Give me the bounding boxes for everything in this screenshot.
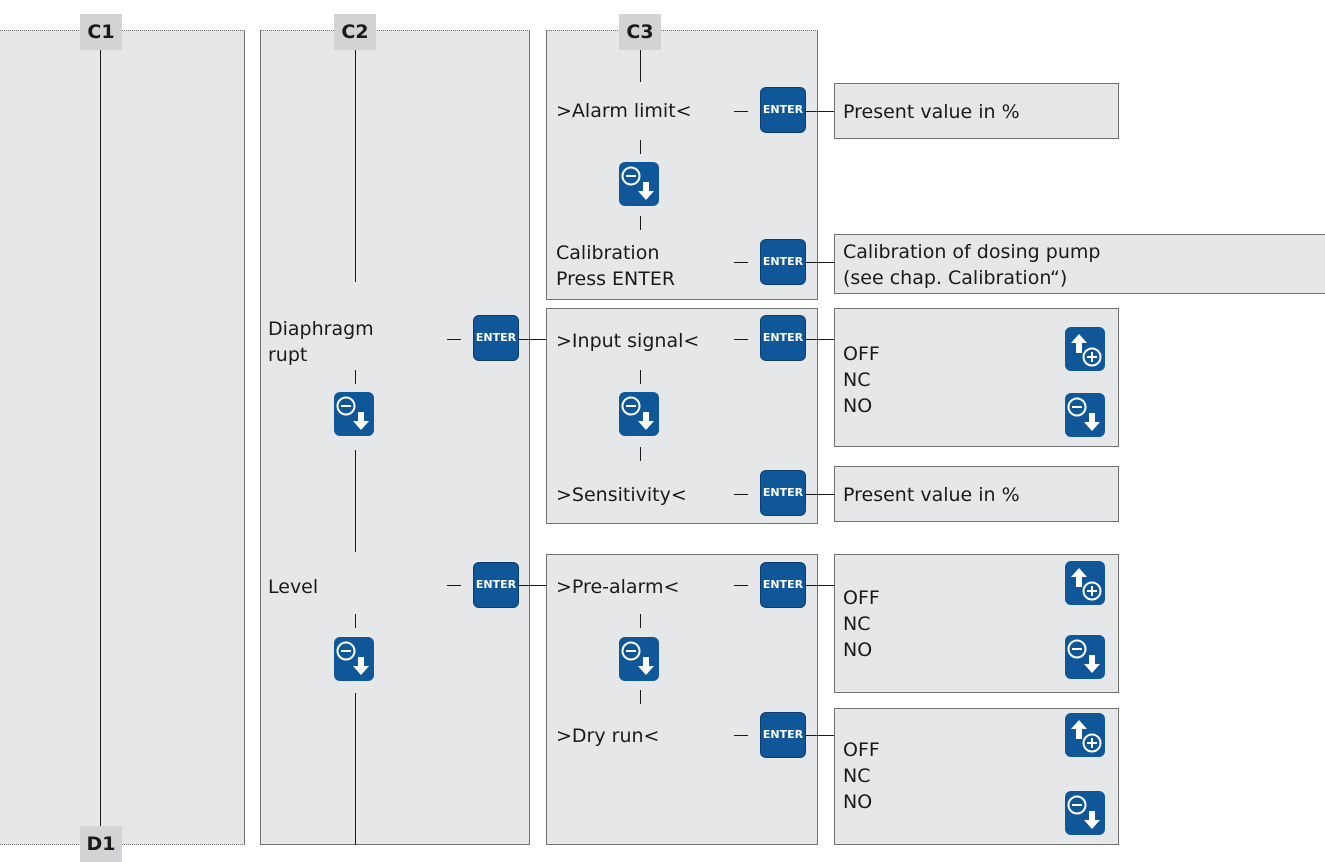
c3-connector-calib-up [640, 216, 641, 230]
calibration-label-line2: Press ENTER [556, 268, 676, 290]
minus-down-icon[interactable] [619, 637, 659, 681]
input-signal-to-value-line [806, 339, 834, 340]
enter-button-diaphragm[interactable]: ENTER [473, 315, 519, 361]
pre-alarm-to-value-line [806, 585, 834, 586]
option-no[interactable]: NO [843, 791, 873, 813]
c3-connector-alarm-down [640, 140, 641, 154]
column-c2-panel [260, 30, 530, 845]
alarm-limit-dash [734, 111, 748, 112]
minus-down-icon[interactable] [619, 162, 659, 206]
option-nc[interactable]: NC [843, 613, 871, 635]
menu-item-level[interactable]: Level [268, 576, 319, 598]
option-no[interactable]: NO [843, 639, 873, 661]
value-box-input-signal: OFF NC NO [834, 308, 1119, 447]
minus-down-icon[interactable] [1065, 791, 1105, 835]
c1-connector-line [100, 50, 101, 830]
sensitivity-value-text: Present value in % [843, 484, 1020, 506]
c2-connector-mid [355, 450, 356, 552]
column-label-c1: C1 [80, 14, 122, 50]
alarm-limit-value-text: Present value in % [843, 101, 1020, 123]
level-to-c3-line [519, 585, 546, 586]
sensitivity-dash [734, 494, 748, 495]
menu-item-alarm-limit[interactable]: >Alarm limit< [556, 100, 692, 122]
c3-connector-dryrun-up [640, 690, 641, 704]
c3-connector-input-down [640, 370, 641, 384]
enter-button-sensitivity[interactable]: ENTER [760, 470, 806, 516]
dry-run-dash [734, 735, 748, 736]
c3-connector-prealarm-down [640, 614, 641, 628]
menu-item-pre-alarm[interactable]: >Pre-alarm< [556, 576, 680, 598]
level-dash [447, 585, 461, 586]
option-off[interactable]: OFF [843, 739, 880, 761]
menu-item-diaphragm-rupt[interactable]: Diaphragm rupt [268, 316, 374, 368]
value-box-sensitivity: Present value in % [834, 466, 1119, 522]
diaphragm-dash [447, 339, 461, 340]
column-c1-panel [0, 30, 245, 845]
value-box-calibration: Calibration of dosing pump (see chap. Ca… [834, 234, 1325, 294]
plus-up-icon[interactable] [1065, 713, 1105, 757]
plus-up-icon[interactable] [1065, 327, 1105, 371]
option-no[interactable]: NO [843, 395, 873, 417]
minus-down-icon[interactable] [334, 637, 374, 681]
value-box-dry-run: OFF NC NO [834, 708, 1119, 845]
minus-down-icon[interactable] [1065, 393, 1105, 437]
diaphragm-to-c3-line [519, 339, 546, 340]
plus-up-icon[interactable] [1065, 561, 1105, 605]
enter-button-input-signal[interactable]: ENTER [760, 315, 806, 361]
menu-item-sensitivity[interactable]: >Sensitivity< [556, 484, 687, 506]
value-box-pre-alarm: OFF NC NO [834, 554, 1119, 693]
value-box-alarm-limit: Present value in % [834, 83, 1119, 139]
enter-button-dry-run[interactable]: ENTER [760, 712, 806, 758]
c3-connector-top [640, 50, 641, 82]
pre-alarm-dash [734, 585, 748, 586]
enter-button-alarm-limit[interactable]: ENTER [760, 87, 806, 133]
column-label-c3: C3 [619, 14, 661, 50]
c2-connector-bottom [355, 693, 356, 845]
calibration-label-line1: Calibration [556, 242, 660, 264]
calibration-value-line1: Calibration of dosing pump [843, 241, 1101, 263]
enter-button-pre-alarm[interactable]: ENTER [760, 562, 806, 608]
dry-run-to-value-line [806, 735, 834, 736]
option-off[interactable]: OFF [843, 587, 880, 609]
minus-down-icon[interactable] [619, 392, 659, 436]
calibration-value-line2: (see chap. Calibration“) [843, 267, 1068, 289]
alarm-limit-to-value-line [806, 111, 834, 112]
option-off[interactable]: OFF [843, 343, 880, 365]
calibration-dash [734, 262, 748, 263]
diaphragm-label-line2: rupt [268, 344, 308, 366]
option-nc[interactable]: NC [843, 369, 871, 391]
column-label-c2: C2 [334, 14, 376, 50]
calibration-to-value-line [806, 262, 834, 263]
diaphragm-label-line1: Diaphragm [268, 318, 374, 340]
enter-button-calibration[interactable]: ENTER [760, 239, 806, 285]
c2-connector-diaphragm-down [355, 370, 356, 384]
option-nc[interactable]: NC [843, 765, 871, 787]
minus-down-icon[interactable] [334, 392, 374, 436]
menu-item-calibration[interactable]: Calibration Press ENTER [556, 240, 675, 292]
enter-button-level[interactable]: ENTER [473, 562, 519, 608]
c3-connector-sens-up [640, 447, 641, 461]
menu-item-dry-run[interactable]: >Dry run< [556, 725, 660, 747]
minus-down-icon[interactable] [1065, 635, 1105, 679]
input-signal-dash [734, 339, 748, 340]
c2-connector-level-down [355, 614, 356, 628]
sensitivity-to-value-line [806, 494, 834, 495]
menu-item-input-signal[interactable]: >Input signal< [556, 330, 700, 352]
column-label-d1: D1 [80, 826, 122, 862]
c2-connector-top [355, 50, 356, 282]
